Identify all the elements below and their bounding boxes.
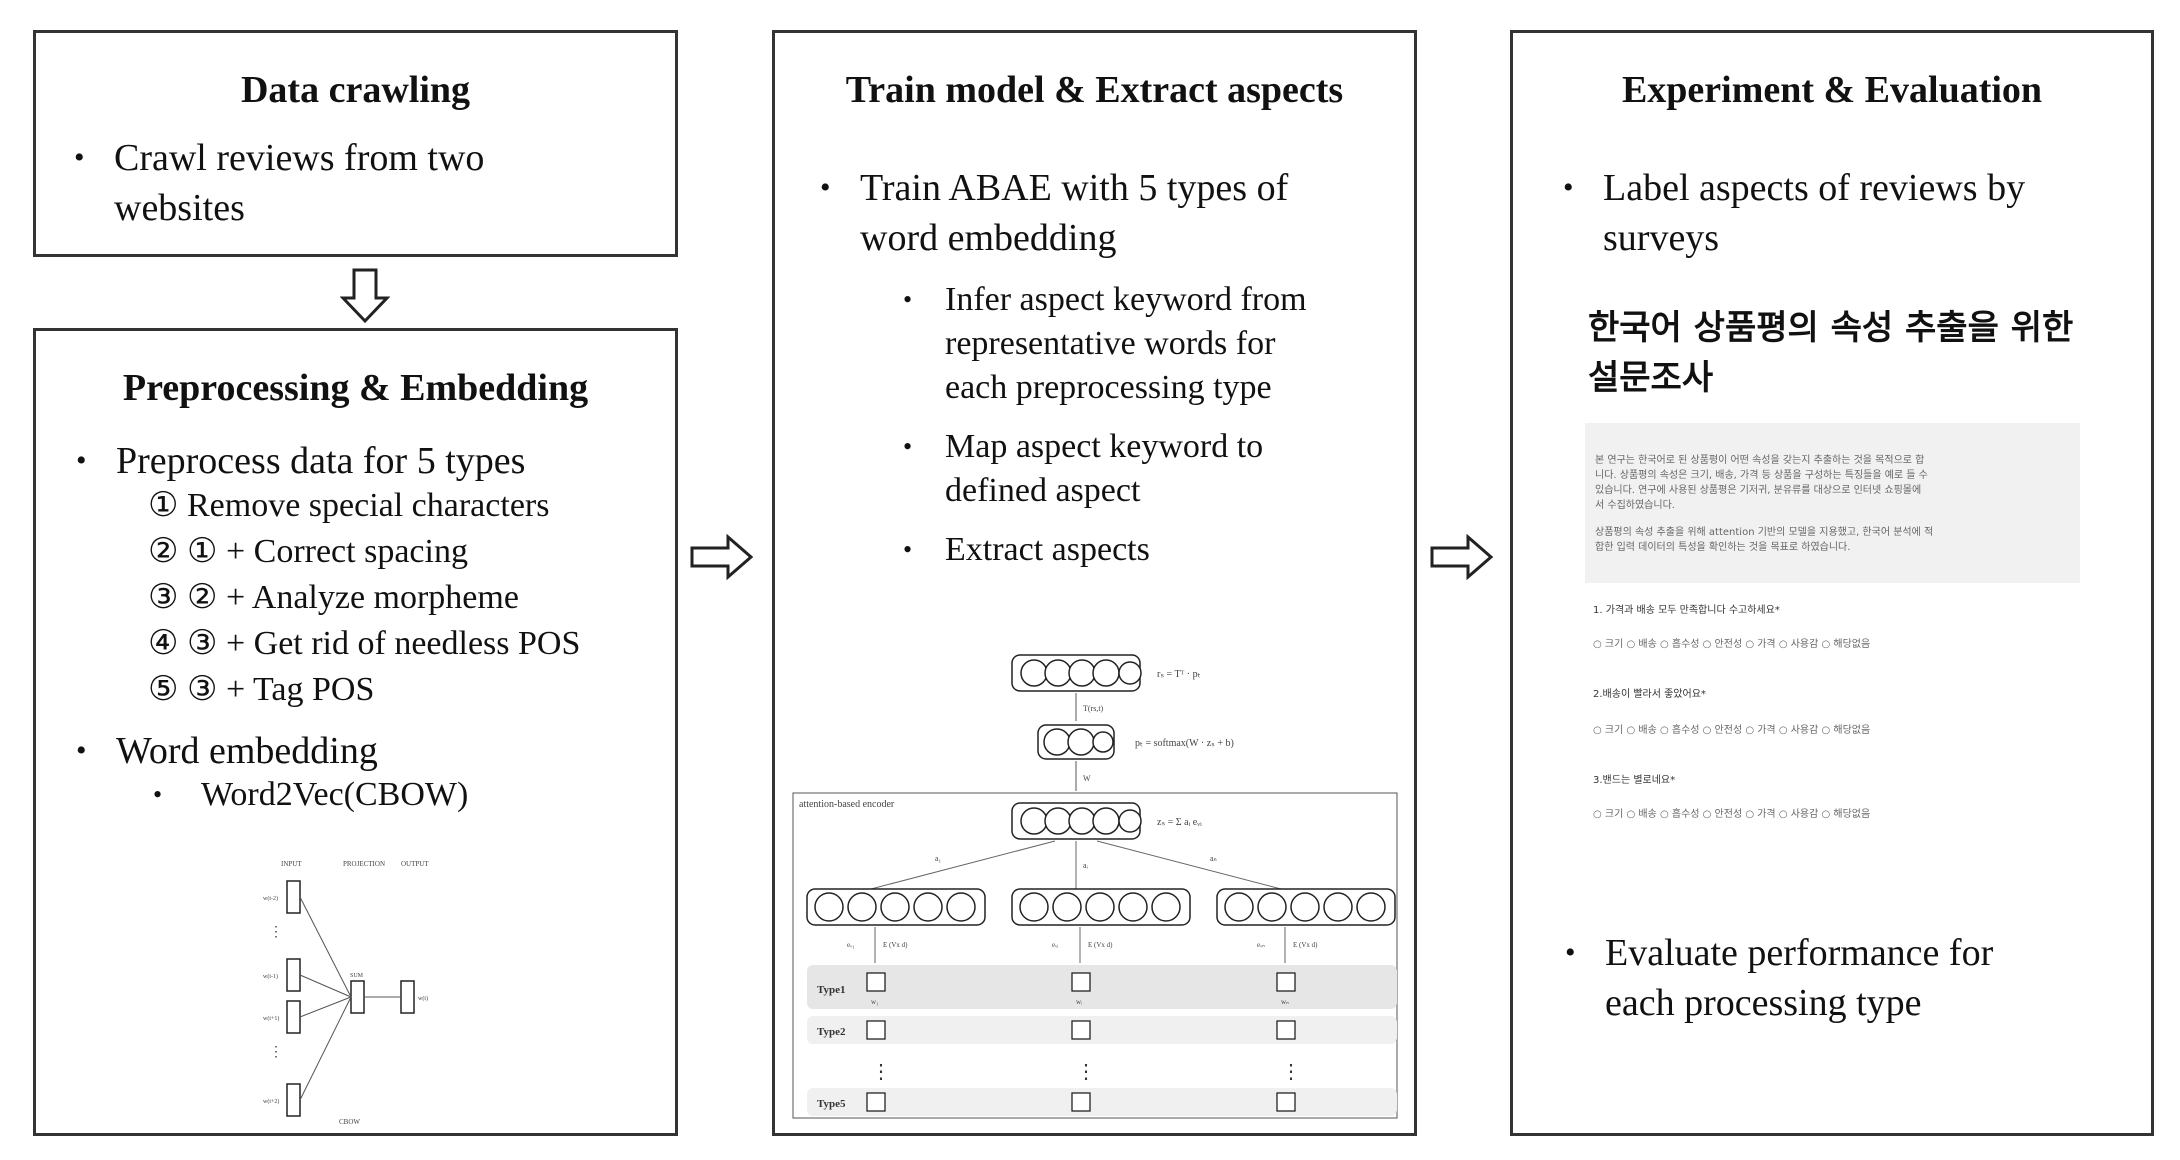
down-arrow-icon: [340, 268, 390, 324]
type-item: ④ ③ + Get rid of needless POS: [148, 625, 581, 662]
cbow-projection-label: PROJECTION: [343, 860, 385, 868]
svg-text:SUM: SUM: [350, 973, 364, 979]
type-item: ① Remove special characters: [148, 487, 550, 524]
sub-bullet-item: • Infer aspect keyword from representati…: [903, 281, 1307, 406]
svg-text:E (Vx d): E (Vx d): [1088, 941, 1113, 949]
data-crawling-box: Data crawling • Crawl reviews from two w…: [33, 30, 678, 257]
svg-text:w(t+2): w(t+2): [263, 1098, 279, 1105]
bullet-item: • Train ABAE with 5 types of word embedd…: [820, 167, 1289, 259]
box-title: Data crawling: [240, 69, 471, 111]
survey-options[interactable]: ○ 크기 ○ 배송 ○ 흡수성 ○ 안전성 ○ 가격 ○ 사용감 ○ 해당없음: [1593, 639, 1871, 650]
svg-text:T(rs,t): T(rs,t): [1083, 704, 1104, 713]
svg-text:pₜ = softmax(W · zₛ + b): pₜ = softmax(W · zₛ + b): [1135, 738, 1234, 749]
svg-text:w(t): w(t): [418, 995, 428, 1002]
survey-question: 1. 가격과 배송 모두 만족합니다 수고하세요*: [1593, 605, 1780, 616]
input-node: [286, 958, 301, 992]
right-arrow-icon: [690, 534, 754, 580]
experiment-evaluation-box: Experiment & Evaluation • Label aspects …: [1510, 30, 2154, 1136]
right-arrow-icon: [1430, 534, 1494, 580]
svg-text:⋮: ⋮: [269, 1045, 283, 1060]
svg-text:aₙ: aₙ: [1210, 854, 1217, 863]
input-node: [286, 1083, 301, 1117]
bullet-item: • Label aspects of reviews by surveys: [1563, 167, 2026, 259]
svg-text:w₁: w₁: [871, 998, 879, 1006]
survey-options[interactable]: ○ 크기 ○ 배송 ○ 흡수성 ○ 안전성 ○ 가격 ○ 사용감 ○ 해당없음: [1593, 725, 1871, 736]
sub-bullet-item: • Extract aspects: [903, 531, 1150, 568]
type-item: ⑤ ③ + Tag POS: [148, 671, 375, 708]
svg-text:attention-based encoder: attention-based encoder: [799, 799, 895, 810]
projection-node: [350, 980, 365, 1014]
type-item: ③ ② + Analyze morpheme: [148, 579, 519, 616]
bullet-item: • Preprocess data for 5 types: [76, 440, 526, 482]
svg-text:w(t-2): w(t-2): [263, 895, 278, 902]
survey-options[interactable]: ○ 크기 ○ 배송 ○ 흡수성 ○ 안전성 ○ 가격 ○ 사용감 ○ 해당없음: [1593, 809, 1871, 820]
svg-text:⋮: ⋮: [1281, 1061, 1301, 1083]
svg-text:W: W: [1083, 774, 1091, 783]
svg-text:eᵥₙ: eᵥₙ: [1257, 941, 1265, 949]
svg-text:wᵢ: wᵢ: [1076, 998, 1083, 1006]
survey-question: 2.배송이 빨라서 좋았어요*: [1593, 689, 1706, 700]
svg-text:Type1: Type1: [817, 984, 846, 996]
svg-text:w(t-1): w(t-1): [263, 973, 278, 980]
svg-text:rₛ = Tᵀ · pₜ: rₛ = Tᵀ · pₜ: [1157, 669, 1201, 680]
bullet-item: • Evaluate performance for each processi…: [1565, 932, 1994, 1024]
svg-text:⋮: ⋮: [1076, 1061, 1096, 1083]
input-node: [286, 1000, 301, 1034]
svg-text:a₁: a₁: [935, 854, 942, 863]
preprocessing-embedding-box: Preprocessing & Embedding • Preprocess d…: [33, 328, 678, 1136]
survey-title: 한국어 상품평의 속성 추출을 위한 설문조사: [1588, 308, 2074, 398]
svg-text:w(t+1): w(t+1): [263, 1015, 279, 1022]
box-title: Experiment & Evaluation: [1621, 69, 2043, 111]
bullet-item: • Crawl reviews from two websites: [74, 137, 485, 229]
svg-text:zₛ = Σ aᵢ eᵥᵢ: zₛ = Σ aᵢ eᵥᵢ: [1157, 817, 1202, 828]
svg-text:E (Vx d): E (Vx d): [883, 941, 908, 949]
type-list: ① Remove special characters ② ① + Correc…: [148, 483, 580, 713]
input-node: [286, 880, 301, 914]
type-item: ② ① + Correct spacing: [148, 533, 468, 570]
svg-text:eᵥᵢ: eᵥᵢ: [1052, 941, 1059, 949]
svg-text:E (Vx d): E (Vx d): [1293, 941, 1318, 949]
svg-text:wₙ: wₙ: [1281, 998, 1289, 1006]
output-node: [400, 980, 415, 1014]
box-title: Preprocessing & Embedding: [122, 367, 589, 409]
svg-text:⋮: ⋮: [269, 925, 283, 940]
train-model-box: Train model & Extract aspects • Train AB…: [772, 30, 1417, 1136]
survey-intro-text: 본 연구는 한국어로 된 상품평이 어떤 속성을 갖는지 추출하는 것을 목적으…: [1595, 455, 1934, 553]
cbow-input-label: INPUT: [281, 860, 302, 868]
survey-intro-panel: [1585, 423, 2080, 583]
svg-text:Type2: Type2: [817, 1026, 846, 1038]
box-title: Train model & Extract aspects: [845, 69, 1344, 111]
svg-text:eᵥ₁: eᵥ₁: [847, 941, 855, 949]
svg-text:⋮: ⋮: [871, 1061, 891, 1083]
sub-bullet-item: • Map aspect keyword to defined aspect: [903, 428, 1264, 509]
cbow-diagram: INPUT PROJECTION OUTPUT w(t-2) w(t-1) w(…: [263, 860, 429, 1126]
cbow-output-label: OUTPUT: [401, 860, 429, 868]
svg-text:aᵢ: aᵢ: [1083, 861, 1089, 870]
survey-question: 3.밴드는 별로네요*: [1593, 775, 1676, 786]
sub-bullet-item: • Word2Vec(CBOW): [153, 776, 469, 813]
bullet-item: • Word embedding: [76, 730, 378, 772]
abae-diagram: rₛ = Tᵀ · pₜ T(rs,t) pₜ = softmax(W · zₛ…: [792, 654, 1398, 1119]
cbow-caption: CBOW: [339, 1118, 360, 1126]
svg-text:Type5: Type5: [817, 1098, 846, 1110]
